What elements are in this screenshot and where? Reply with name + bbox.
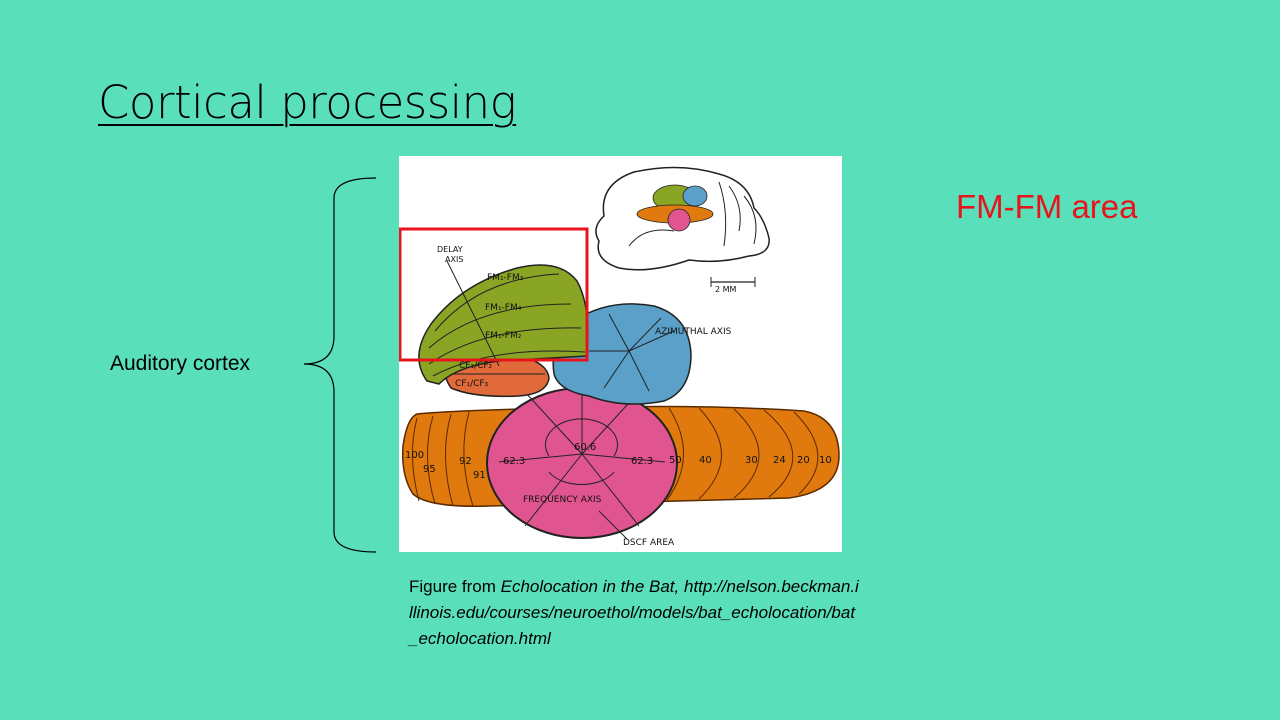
cf-label: CF₁/CF₃: [455, 379, 489, 389]
tonotopic-frequency-label: 50: [669, 455, 682, 466]
delay-axis-label: AXIS: [445, 255, 463, 264]
fm-area: [418, 260, 589, 385]
cf-label: CF₁/CF₂: [459, 361, 493, 371]
right-frequency-label: 62.3: [631, 456, 653, 467]
tonotopic-frequency-label: 10: [819, 455, 832, 466]
frequency-axis-label: FREQUENCY AXIS: [523, 495, 602, 505]
caption-url[interactable]: http://nelson.beckman.illinois.edu/cours…: [409, 577, 859, 648]
tonotopic-frequency-label: 91: [473, 470, 486, 481]
tonotopic-frequency-label: 92: [459, 456, 472, 467]
scale-label: 2 MM: [715, 285, 737, 294]
auditory-cortex-label: Auditory cortex: [110, 352, 251, 375]
caption-source-title: Echolocation in the Bat,: [500, 577, 680, 596]
fm-label: FM₁-FM₄: [485, 303, 522, 313]
dscf-area-label: DSCF AREA: [623, 538, 675, 548]
tonotopic-frequency-label: 40: [699, 455, 712, 466]
fm-label: FM₁-FM₂: [485, 331, 522, 341]
curly-brace: [303, 177, 377, 553]
figure-caption: Figure from Echolocation in the Bat, htt…: [409, 574, 859, 652]
left-frequency-label: 62.3: [503, 456, 525, 467]
caption-prefix: Figure from: [409, 577, 501, 596]
bat-brain-sketch: [595, 166, 770, 287]
fm-fm-area-label: FM-FM area: [956, 188, 1138, 225]
tonotopic-frequency-label: 30: [745, 455, 758, 466]
delay-axis-label: DELAY: [437, 245, 463, 254]
dscf-area: [486, 384, 678, 540]
tonotopic-frequency-label: 95: [423, 464, 436, 475]
azimuthal-axis-label: AZIMUTHAL AXIS: [655, 327, 732, 337]
slide-title: Cortical processing: [98, 76, 517, 129]
tonotopic-frequency-label: 100: [405, 450, 424, 461]
fm-label: FM₁-FM₃: [487, 273, 524, 283]
center-frequency-label: 60.6: [574, 442, 596, 453]
fm-fm-highlight-box: [399, 227, 589, 362]
tonotopic-frequency-label: 24: [773, 455, 786, 466]
bat-auditory-cortex-figure: DELAY AXIS FM₁-FM₃ FM₁-FM₄ FM₁-FM₂ CF₁/C…: [399, 156, 842, 552]
tonotopic-frequency-label: 20: [797, 455, 810, 466]
